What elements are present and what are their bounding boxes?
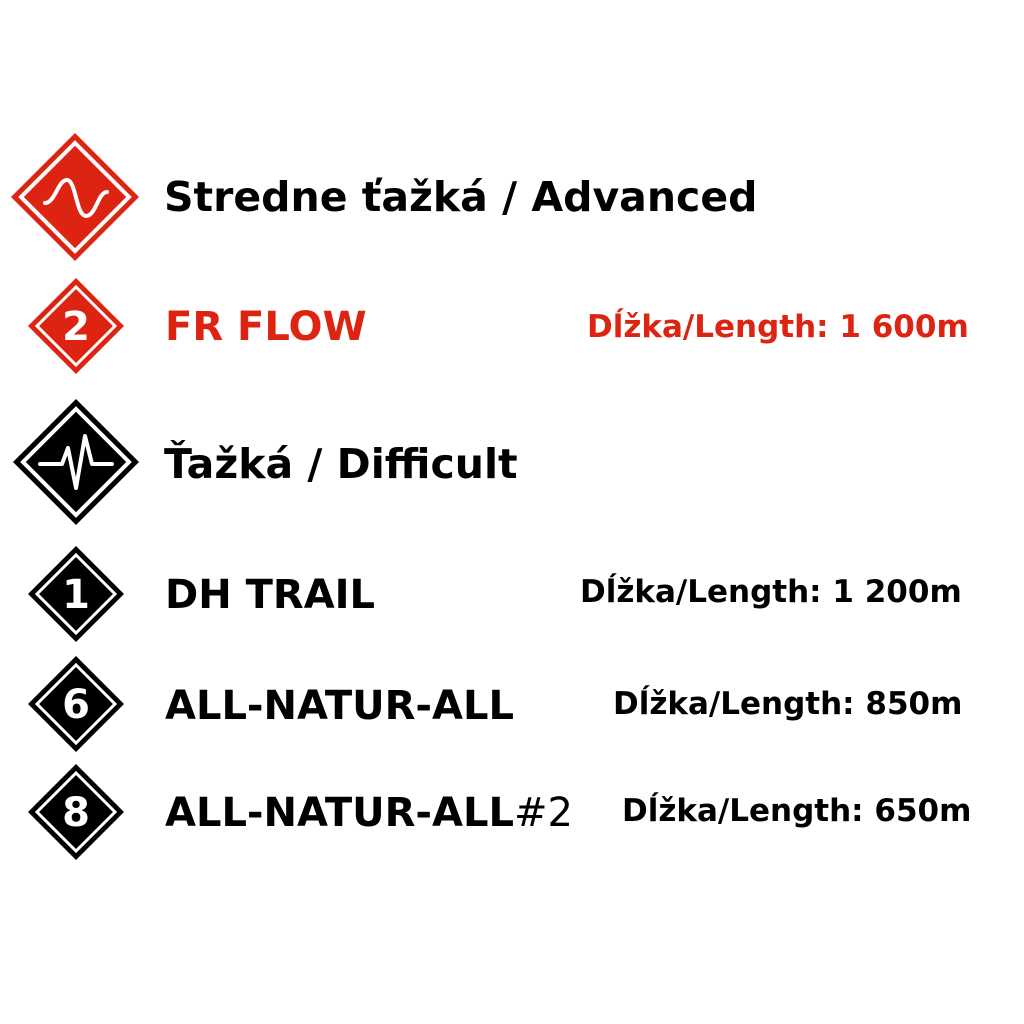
trail-number-badge: 6 (28, 656, 124, 752)
trail-name: DH TRAIL (165, 572, 376, 618)
trail-name: ALL-NATUR-ALL (165, 683, 514, 729)
svg-text:1: 1 (62, 572, 90, 618)
svg-text:6: 6 (62, 682, 90, 728)
trail-number-badge: 1 (28, 546, 124, 642)
section-title-advanced: Stredne ťažká / Advanced (164, 173, 758, 221)
trail-length: Dĺžka/Length: 1 600m (587, 309, 969, 345)
trail-number-badge: 2 (28, 278, 124, 374)
trail-length: Dĺžka/Length: 850m (613, 686, 963, 722)
trail-name-main: ALL-NATUR-ALL (165, 790, 514, 836)
trail-length: Dĺžka/Length: 1 200m (580, 574, 962, 610)
trail-name-suffix: #2 (513, 790, 573, 836)
wave-icon (11, 133, 139, 261)
trail-name: ALL-NATUR-ALL#2 (165, 793, 573, 833)
heartbeat-icon (13, 399, 139, 525)
trail-name: FR FLOW (165, 304, 367, 350)
trail-number-badge: 8 (28, 764, 124, 860)
section-title-difficult: Ťažká / Difficult (164, 440, 518, 488)
svg-text:8: 8 (62, 790, 90, 836)
svg-text:2: 2 (62, 304, 90, 350)
trail-length: Dĺžka/Length: 650m (622, 793, 972, 829)
